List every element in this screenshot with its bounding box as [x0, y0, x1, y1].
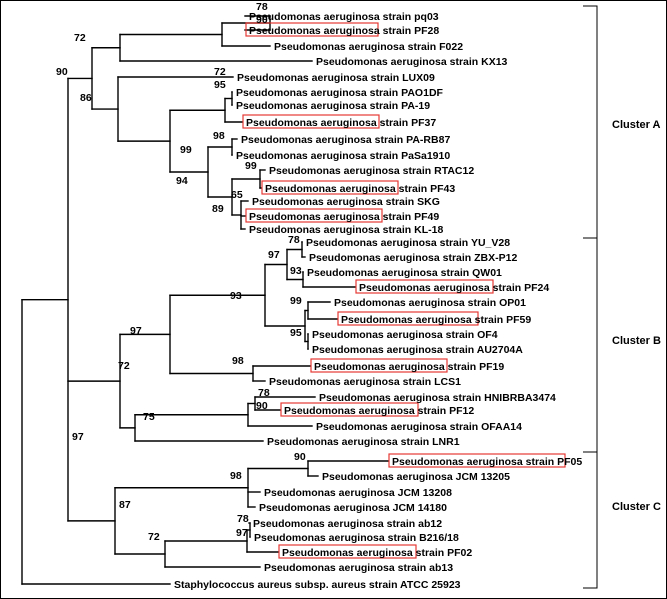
bootstrap-10: 94	[176, 175, 188, 187]
bootstrap-4: 72	[214, 66, 226, 78]
taxon-label-10: Pseudomonas aeruginosa strain RTAC12	[269, 165, 474, 177]
highlight-boxes	[242, 22, 566, 559]
highlight-box-18	[355, 279, 494, 294]
bootstrap-31: 72	[148, 531, 160, 543]
highlight-box-29	[388, 453, 566, 468]
bootstrap-22: 78	[258, 387, 270, 399]
highlight-box-11	[261, 180, 399, 195]
cluster-bracket-2	[583, 451, 598, 589]
highlight-box-35	[278, 544, 417, 559]
bootstrap-13: 78	[288, 234, 300, 246]
bootstrap-17: 95	[290, 327, 302, 339]
bootstrap-0: 78	[256, 1, 268, 13]
highlight-box-7	[242, 114, 380, 129]
cluster-label-2: Cluster C	[612, 501, 661, 513]
bootstrap-25: 97	[72, 431, 84, 443]
taxon-label-5: Pseudomonas aeruginosa strain PAO1DF	[236, 87, 444, 99]
taxon-label-37: Staphylococcus aureus subsp. aureus stra…	[174, 579, 461, 591]
taxon-label-15: Pseudomonas aeruginosa strain YU_V28	[306, 237, 510, 249]
bootstrap-7: 98	[213, 130, 225, 142]
taxon-label-0: Pseudomonas aeruginosa strain pq03	[249, 11, 439, 23]
bootstrap-24: 75	[143, 411, 155, 423]
bootstrap-14: 97	[268, 249, 280, 261]
cluster-label-1: Cluster B	[612, 335, 661, 347]
taxon-label-11: Pseudomonas aeruginosa strain PF43	[265, 183, 455, 195]
taxon-label-30: Pseudomonas aeruginosa JCM 13205	[322, 471, 510, 483]
taxon-label-18: Pseudomonas aeruginosa strain PF24	[359, 282, 549, 294]
cluster-brackets: Cluster A Cluster B Cluster C	[583, 5, 661, 589]
taxon-label-28: Pseudomonas aeruginosa strain LNR1	[267, 436, 460, 448]
taxon-label-3: Pseudomonas aeruginosa strain KX13	[316, 56, 508, 68]
taxon-label-13: Pseudomonas aeruginosa strain PF49	[249, 211, 439, 223]
highlight-box-13	[245, 208, 383, 223]
bootstrap-30: 97	[236, 527, 248, 539]
taxon-label-12: Pseudomonas aeruginosa strain SKG	[252, 196, 440, 208]
taxon-label-4: Pseudomonas aeruginosa strain LUX09	[237, 72, 435, 84]
bootstrap-29: 78	[237, 513, 249, 525]
taxon-label-29: Pseudomonas aeruginosa strain PF05	[392, 456, 582, 468]
bootstrap-2: 72	[74, 32, 86, 44]
taxon-label-2: Pseudomonas aeruginosa strain F022	[274, 41, 463, 53]
taxon-label-21: Pseudomonas aeruginosa strain OF4	[312, 329, 498, 341]
bootstrap-9: 99	[245, 160, 257, 172]
taxon-label-14: Pseudomonas aeruginosa strain KL-18	[249, 224, 443, 236]
taxon-label-26: Pseudomonas aeruginosa strain PF12	[284, 405, 474, 417]
taxon-label-25: Pseudomonas aeruginosa strain HNIBRBA347…	[319, 392, 556, 404]
highlight-box-23	[310, 358, 448, 373]
taxon-label-35: Pseudomonas aeruginosa strain PF02	[282, 547, 472, 559]
bootstrap-21: 72	[118, 360, 130, 372]
taxon-label-34: Pseudomonas aeruginosa strain B216/18	[254, 532, 459, 544]
bootstrap-12: 89	[212, 203, 224, 215]
taxon-label-24: Pseudomonas aeruginosa strain LCS1	[269, 376, 461, 388]
highlight-box-26	[280, 402, 419, 417]
taxon-label-27: Pseudomonas aeruginosa strain OFAA14	[316, 421, 522, 433]
bootstrap-18: 93	[230, 290, 242, 302]
bootstrap-8: 99	[180, 144, 192, 156]
cluster-bracket-1	[583, 237, 598, 453]
taxon-label-16: Pseudomonas aeruginosa strain ZBX-P12	[309, 252, 517, 264]
bootstrap-26: 90	[294, 451, 306, 463]
taxon-label-9: Pseudomonas aeruginosa strain PaSa1910	[236, 150, 450, 162]
taxon-label-33: Pseudomonas aeruginosa strain ab12	[253, 518, 442, 530]
highlight-box-1	[245, 22, 379, 37]
taxon-label-19: Pseudomonas aeruginosa strain OP01	[334, 297, 526, 309]
cluster-label-0: Cluster A	[612, 119, 661, 131]
taxon-label-36: Pseudomonas aeruginosa strain ab13	[264, 562, 453, 574]
bootstrap-16: 99	[290, 295, 302, 307]
bootstrap-15: 93	[290, 265, 302, 277]
taxon-label-7: Pseudomonas aeruginosa strain PF37	[246, 117, 436, 129]
bootstrap-11: 65	[231, 189, 243, 201]
bootstrap-23: 90	[256, 400, 268, 412]
taxon-labels: Pseudomonas aeruginosa strain pq03Pseudo…	[174, 11, 582, 591]
taxon-label-31: Pseudomonas aeruginosa JCM 13208	[264, 487, 452, 499]
taxon-label-6: Pseudomonas aeruginosa strain PA-19	[236, 100, 430, 112]
taxon-label-1: Pseudomonas aeruginosa strain PF28	[249, 25, 439, 37]
bootstrap-3: 90	[56, 66, 68, 78]
taxon-label-22: Pseudomonas aeruginosa strain AU2704A	[312, 344, 523, 356]
taxon-label-8: Pseudomonas aeruginosa strain PA-RB87	[241, 134, 450, 146]
bootstrap-1: 90	[256, 14, 268, 26]
bootstrap-5: 95	[214, 79, 226, 91]
bootstrap-19: 97	[130, 325, 142, 337]
bootstrap-27: 98	[230, 470, 242, 482]
bootstrap-28: 87	[119, 499, 131, 511]
taxon-label-20: Pseudomonas aeruginosa strain PF59	[341, 314, 531, 326]
highlight-box-20	[337, 311, 479, 326]
cluster-bracket-0	[583, 5, 598, 239]
taxon-label-32: Pseudomonas aeruginosa JCM 14180	[259, 502, 447, 514]
bootstrap-6: 86	[80, 92, 92, 104]
bootstrap-20: 98	[232, 355, 244, 367]
taxon-label-23: Pseudomonas aeruginosa strain PF19	[314, 361, 504, 373]
taxon-label-17: Pseudomonas aeruginosa strain QW01	[307, 267, 502, 279]
